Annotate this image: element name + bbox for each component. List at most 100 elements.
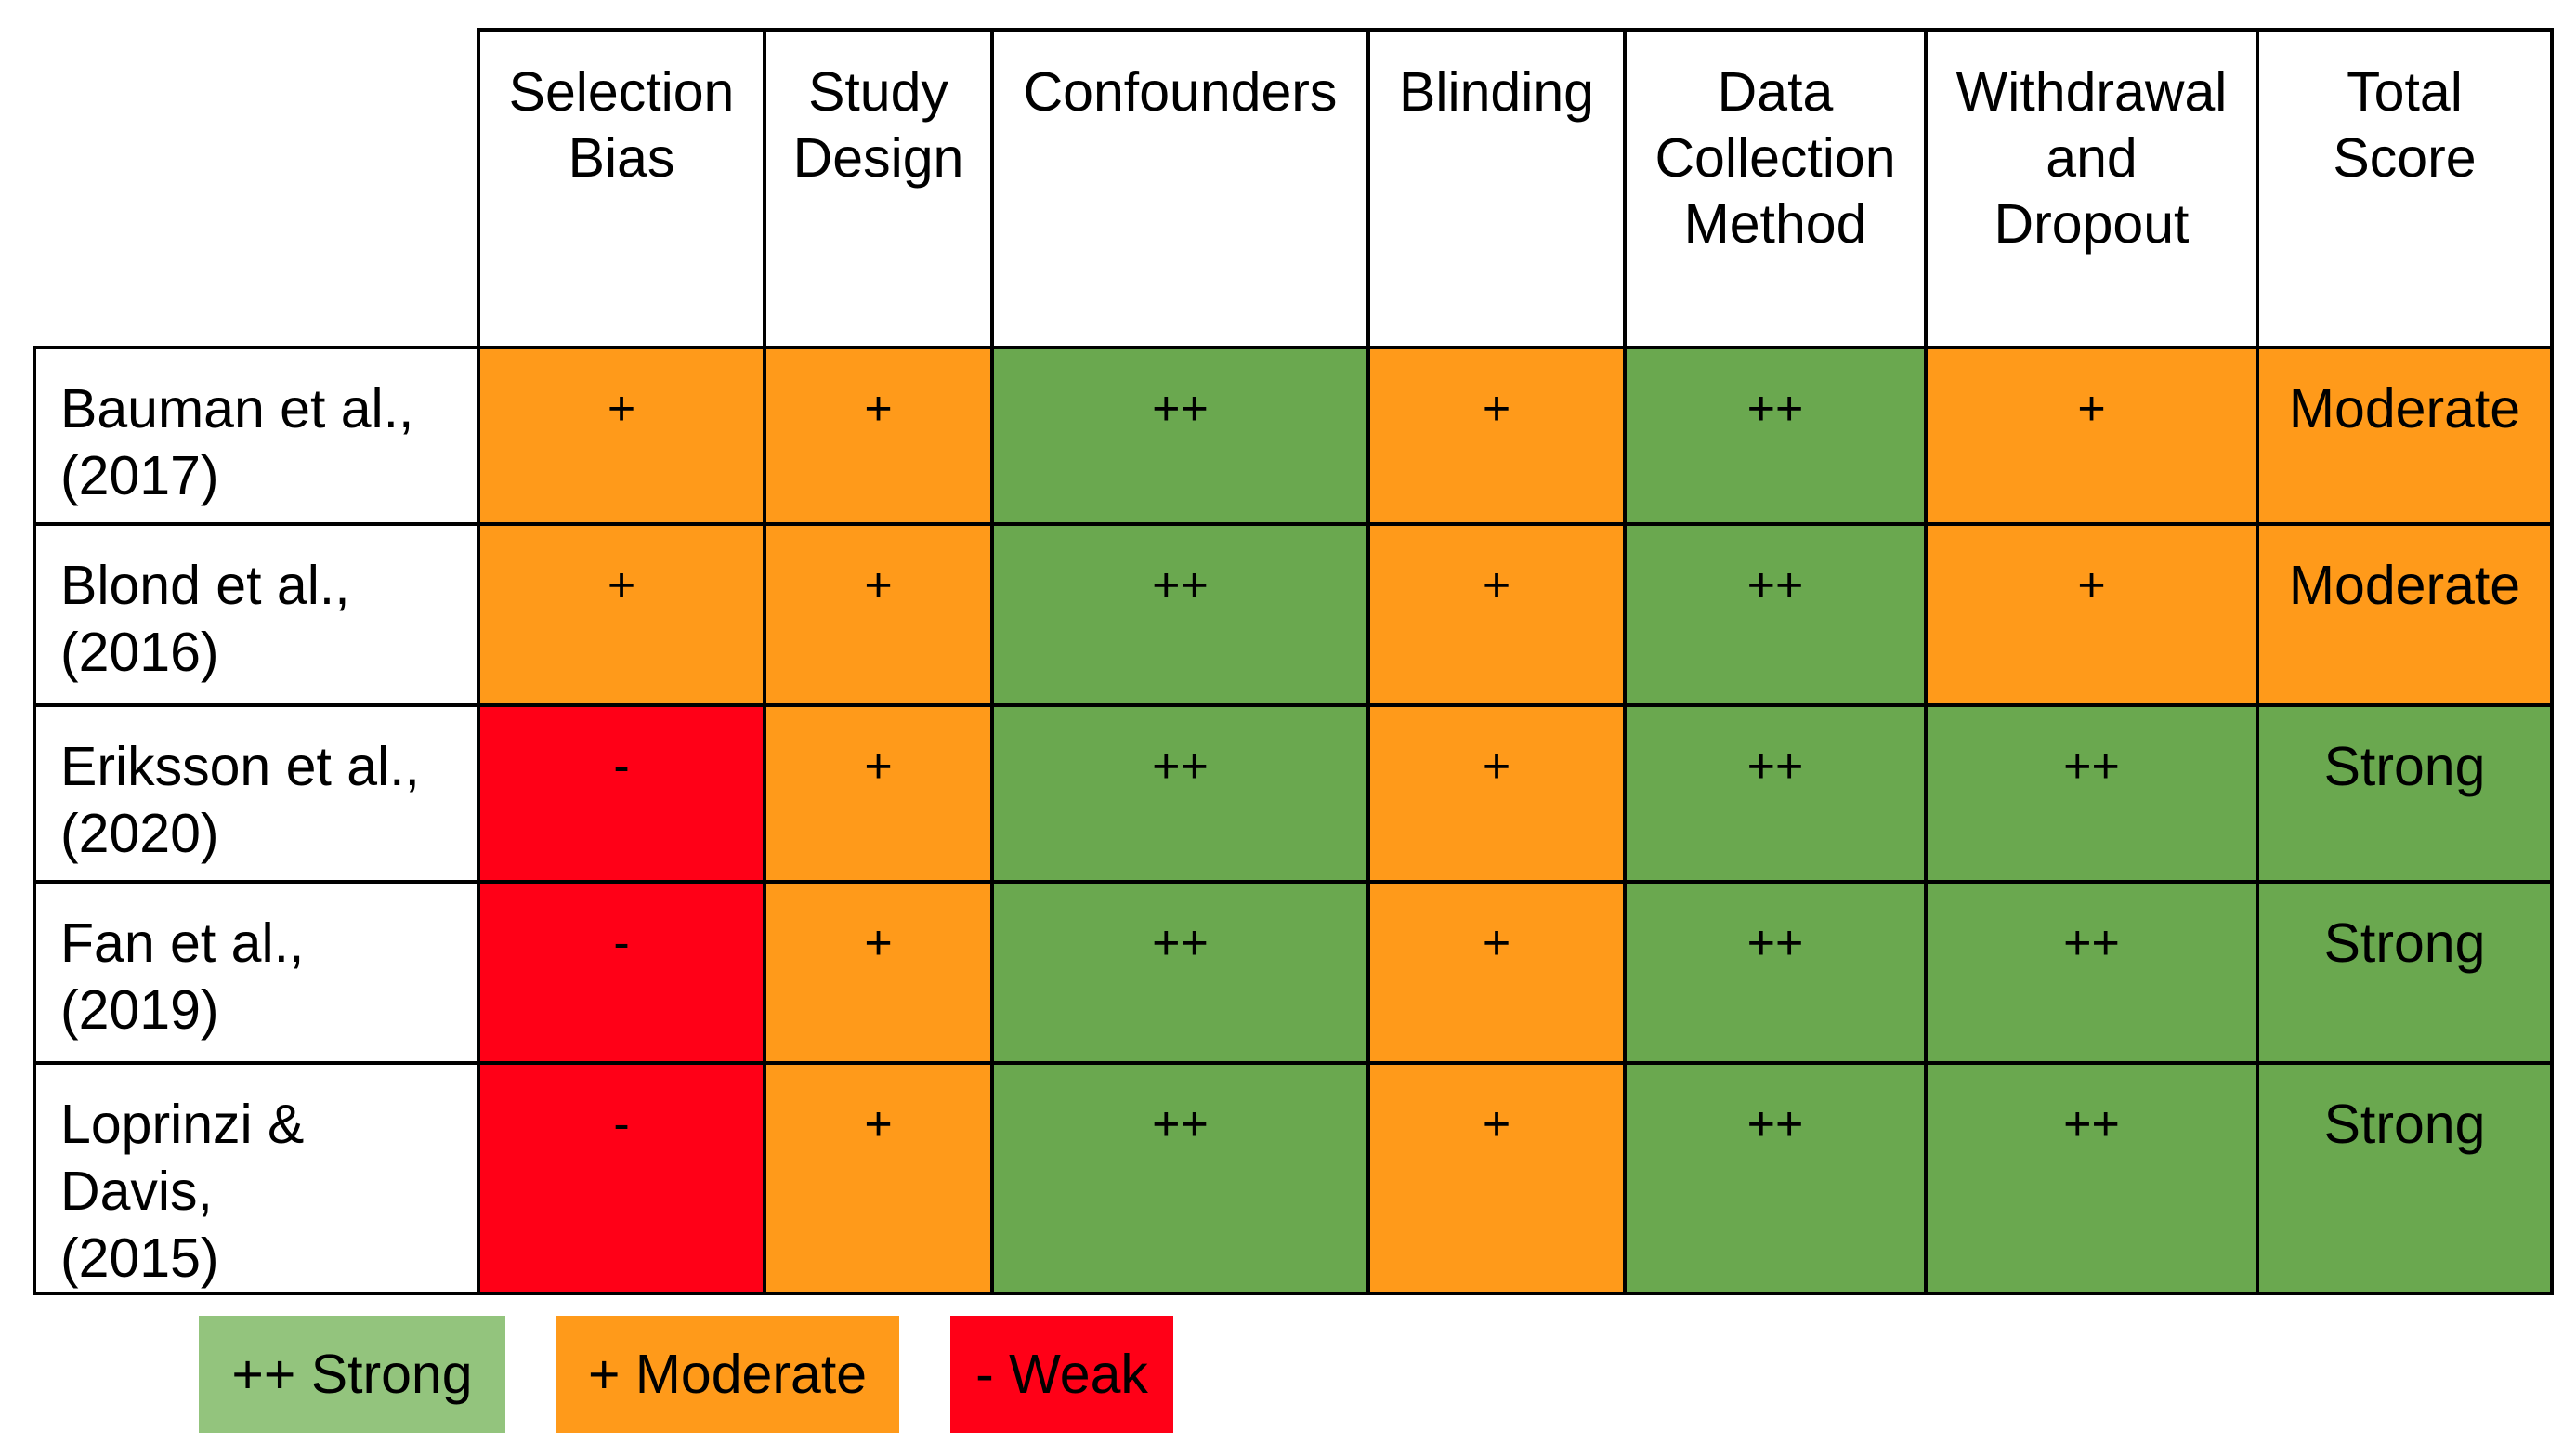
- study-name-cell: Eriksson et al., (2020): [33, 703, 480, 884]
- column-header-selection-bias: Selection Bias: [477, 28, 766, 349]
- rating-cell: +: [1366, 703, 1627, 884]
- total-score-label: Moderate: [2288, 378, 2521, 439]
- table-row: Bauman et al., (2017)++++++++Moderate: [33, 346, 2554, 526]
- study-name-cell: Bauman et al., (2017): [33, 346, 480, 526]
- table-row: Fan et al., (2019)-++++++++Strong: [33, 880, 2554, 1065]
- header-row: Selection Bias Study Design Confounders …: [34, 28, 2554, 349]
- rating-label: ++: [2063, 740, 2120, 794]
- rating-cell: ++: [1924, 880, 2259, 1065]
- column-header-label: Total Score: [2333, 61, 2477, 189]
- rating-label: ++: [1152, 1097, 1209, 1151]
- legend-moderate: + Moderate: [556, 1316, 899, 1433]
- rating-cell: +: [1924, 522, 2259, 707]
- total-score-cell: Strong: [2256, 703, 2554, 884]
- rating-cell: ++: [1924, 703, 2259, 884]
- rating-cell: ++: [990, 880, 1370, 1065]
- rating-cell: ++: [1623, 703, 1928, 884]
- total-score-label: Moderate: [2288, 555, 2521, 616]
- rating-label: ++: [1746, 916, 1804, 970]
- study-name-cell: Fan et al., (2019): [33, 880, 480, 1065]
- total-score-label: Strong: [2323, 736, 2486, 797]
- rating-label: +: [2077, 558, 2106, 612]
- rating-label: ++: [1152, 740, 1209, 794]
- legend-strong: ++ Strong: [199, 1316, 505, 1433]
- rating-cell: ++: [990, 1061, 1370, 1295]
- rating-label: ++: [2063, 1097, 2120, 1151]
- study-name: Bauman et al., (2017): [60, 378, 414, 506]
- rating-cell: ++: [990, 522, 1370, 707]
- total-score-label: Strong: [2323, 1094, 2486, 1155]
- study-name-cell: Blond et al., (2016): [33, 522, 480, 707]
- rating-label: ++: [1152, 558, 1209, 612]
- rating-cell: +: [1366, 1061, 1627, 1295]
- rating-cell: +: [1924, 346, 2259, 526]
- rating-cell: ++: [1623, 522, 1928, 707]
- rating-cell: +: [477, 346, 766, 526]
- rating-cell: -: [477, 1061, 766, 1295]
- study-name-cell: Loprinzi & Davis, (2015): [33, 1061, 480, 1295]
- rating-cell: -: [477, 703, 766, 884]
- rating-label: +: [1482, 916, 1511, 970]
- legend-weak: - Weak: [950, 1316, 1173, 1433]
- rating-label: ++: [1746, 740, 1804, 794]
- rating-label: +: [864, 382, 893, 436]
- rating-label: +: [2077, 382, 2106, 436]
- rating-cell: +: [763, 1061, 994, 1295]
- rating-cell: ++: [1623, 880, 1928, 1065]
- study-name: Eriksson et al., (2020): [60, 736, 420, 864]
- rating-cell: ++: [990, 703, 1370, 884]
- rating-label: +: [864, 558, 893, 612]
- rating-label: +: [1482, 1097, 1511, 1151]
- rating-cell: +: [763, 522, 994, 707]
- study-name: Blond et al., (2016): [60, 555, 350, 683]
- rating-label: +: [1482, 382, 1511, 436]
- rating-label: +: [864, 1097, 893, 1151]
- rating-cell: ++: [1623, 1061, 1928, 1295]
- rating-label: -: [613, 1097, 630, 1151]
- rating-cell: +: [477, 522, 766, 707]
- total-score-label: Strong: [2323, 912, 2486, 974]
- rating-label: ++: [1152, 382, 1209, 436]
- rating-label: -: [613, 740, 630, 794]
- rating-cell: +: [1366, 522, 1627, 707]
- legend-strong-label: ++ Strong: [231, 1344, 473, 1405]
- legend-weak-label: - Weak: [975, 1344, 1148, 1405]
- total-score-cell: Strong: [2256, 880, 2554, 1065]
- rating-label: +: [607, 382, 636, 436]
- column-header-label: Withdrawal and Dropout: [1955, 61, 2228, 255]
- table-row: Blond et al., (2016)++++++++Moderate: [33, 522, 2554, 707]
- rating-label: +: [864, 916, 893, 970]
- column-header-label: Data Collection Method: [1654, 61, 1896, 255]
- column-header-study-design: Study Design: [763, 28, 994, 349]
- column-header-label: Confounders: [1023, 61, 1338, 123]
- column-header-blinding: Blinding: [1366, 28, 1627, 349]
- table-corner: [34, 30, 480, 349]
- total-score-cell: Moderate: [2256, 522, 2554, 707]
- total-score-cell: Strong: [2256, 1061, 2554, 1295]
- rating-cell: -: [477, 880, 766, 1065]
- rating-label: -: [613, 916, 630, 970]
- rating-label: ++: [2063, 916, 2120, 970]
- table-row: Eriksson et al., (2020)-++++++++Strong: [33, 703, 2554, 884]
- column-header-label: Study Design: [792, 61, 964, 189]
- rating-cell: ++: [1623, 346, 1928, 526]
- rating-cell: +: [1366, 880, 1627, 1065]
- rating-cell: +: [763, 880, 994, 1065]
- column-header-total-score: Total Score: [2256, 28, 2554, 349]
- study-name: Fan et al., (2019): [60, 912, 305, 1041]
- rating-label: +: [607, 558, 636, 612]
- total-score-cell: Moderate: [2256, 346, 2554, 526]
- column-header-label: Selection Bias: [508, 61, 735, 189]
- rating-cell: +: [1366, 346, 1627, 526]
- column-header-data-collection-method: Data Collection Method: [1623, 28, 1928, 349]
- rating-cell: +: [763, 346, 994, 526]
- rating-label: +: [1482, 740, 1511, 794]
- rating-label: ++: [1746, 1097, 1804, 1151]
- rating-cell: +: [763, 703, 994, 884]
- rating-cell: ++: [990, 346, 1370, 526]
- rating-label: +: [1482, 558, 1511, 612]
- rating-label: +: [864, 740, 893, 794]
- column-header-withdrawal-and-dropout: Withdrawal and Dropout: [1924, 28, 2259, 349]
- study-name: Loprinzi & Davis, (2015): [60, 1094, 305, 1289]
- rating-cell: ++: [1924, 1061, 2259, 1295]
